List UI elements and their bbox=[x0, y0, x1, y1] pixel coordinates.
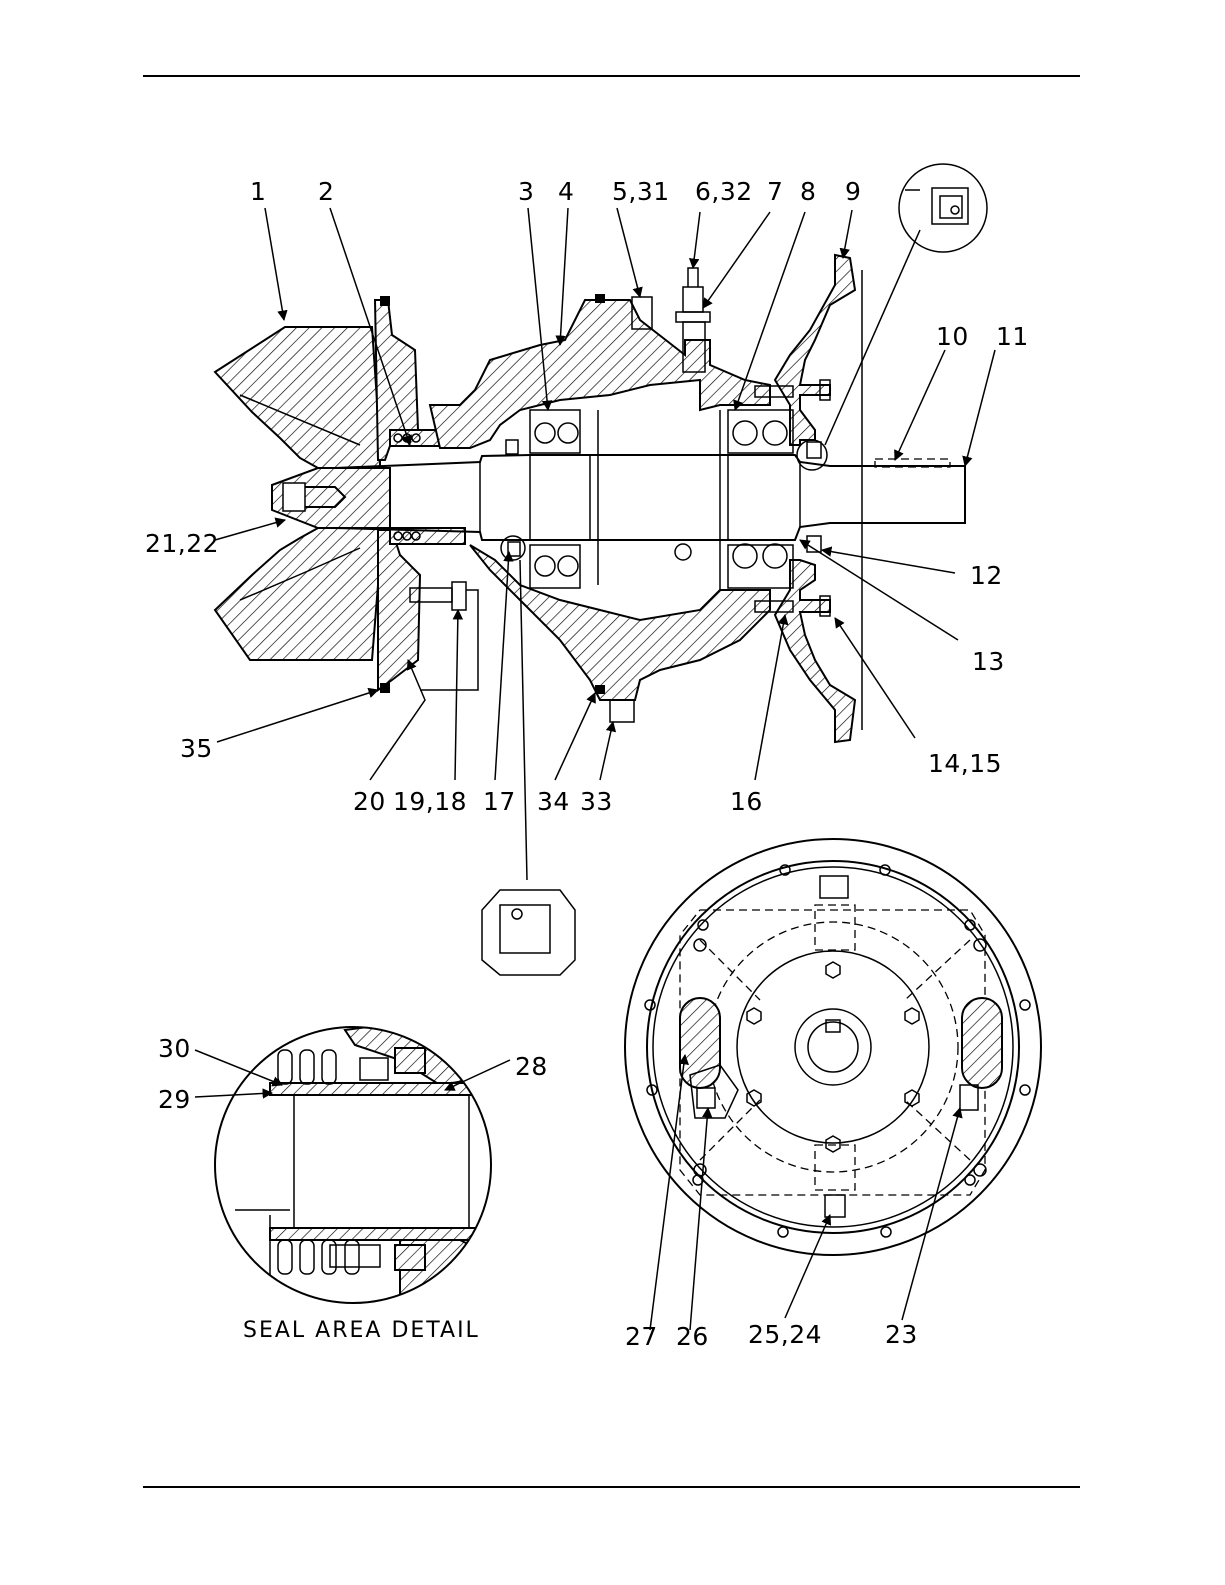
callout-14-15: 14,15 bbox=[928, 749, 1002, 778]
callout-27: 27 bbox=[625, 1322, 658, 1351]
callout-4: 4 bbox=[558, 177, 574, 206]
callout-30: 30 bbox=[158, 1034, 191, 1063]
impeller-hub bbox=[272, 468, 390, 528]
callout-8: 8 bbox=[800, 177, 816, 206]
section-view: 1 2 3 4 5,31 6,32 7 8 9 10 11 21,22 35 1… bbox=[145, 164, 1029, 975]
lip-seal bbox=[506, 440, 518, 454]
callout-16: 16 bbox=[730, 787, 763, 816]
end-view: 27 26 25,24 23 bbox=[625, 839, 1041, 1351]
callout-28: 28 bbox=[515, 1052, 548, 1081]
lip-seal-detail-icon bbox=[899, 164, 987, 252]
callout-34: 34 bbox=[537, 787, 570, 816]
callout-12: 12 bbox=[970, 561, 1003, 590]
callout-25-24: 25,24 bbox=[748, 1320, 822, 1349]
callout-9: 9 bbox=[845, 177, 861, 206]
callout-33: 33 bbox=[580, 787, 613, 816]
callout-3: 3 bbox=[518, 177, 534, 206]
callout-2: 2 bbox=[318, 177, 334, 206]
callout-11: 11 bbox=[996, 322, 1029, 351]
callout-5-31: 5,31 bbox=[612, 177, 670, 206]
frame-flange bbox=[775, 255, 862, 742]
callout-13: 13 bbox=[972, 647, 1005, 676]
callout-17: 17 bbox=[483, 787, 516, 816]
callout-26: 26 bbox=[676, 1322, 709, 1351]
callout-29: 29 bbox=[158, 1085, 191, 1114]
bearing-housing bbox=[430, 268, 770, 722]
callout-7: 7 bbox=[767, 177, 783, 206]
seal-detail-caption: SEAL AREA DETAIL bbox=[243, 1318, 480, 1343]
callout-23: 23 bbox=[885, 1320, 918, 1349]
callout-1: 1 bbox=[250, 177, 266, 206]
callout-35: 35 bbox=[180, 734, 213, 763]
outboard-bearing bbox=[728, 410, 793, 588]
seal-area-detail: 30 29 28 SEAL AREA DETAIL bbox=[158, 1020, 548, 1343]
callout-19-18: 19,18 bbox=[393, 787, 467, 816]
callout-10: 10 bbox=[936, 322, 969, 351]
inboard-bearing bbox=[530, 410, 580, 588]
callout-20: 20 bbox=[353, 787, 386, 816]
callout-6-32: 6,32 bbox=[695, 177, 753, 206]
shaft-seal-detail-icon bbox=[482, 890, 575, 975]
callout-21-22: 21,22 bbox=[145, 529, 219, 558]
